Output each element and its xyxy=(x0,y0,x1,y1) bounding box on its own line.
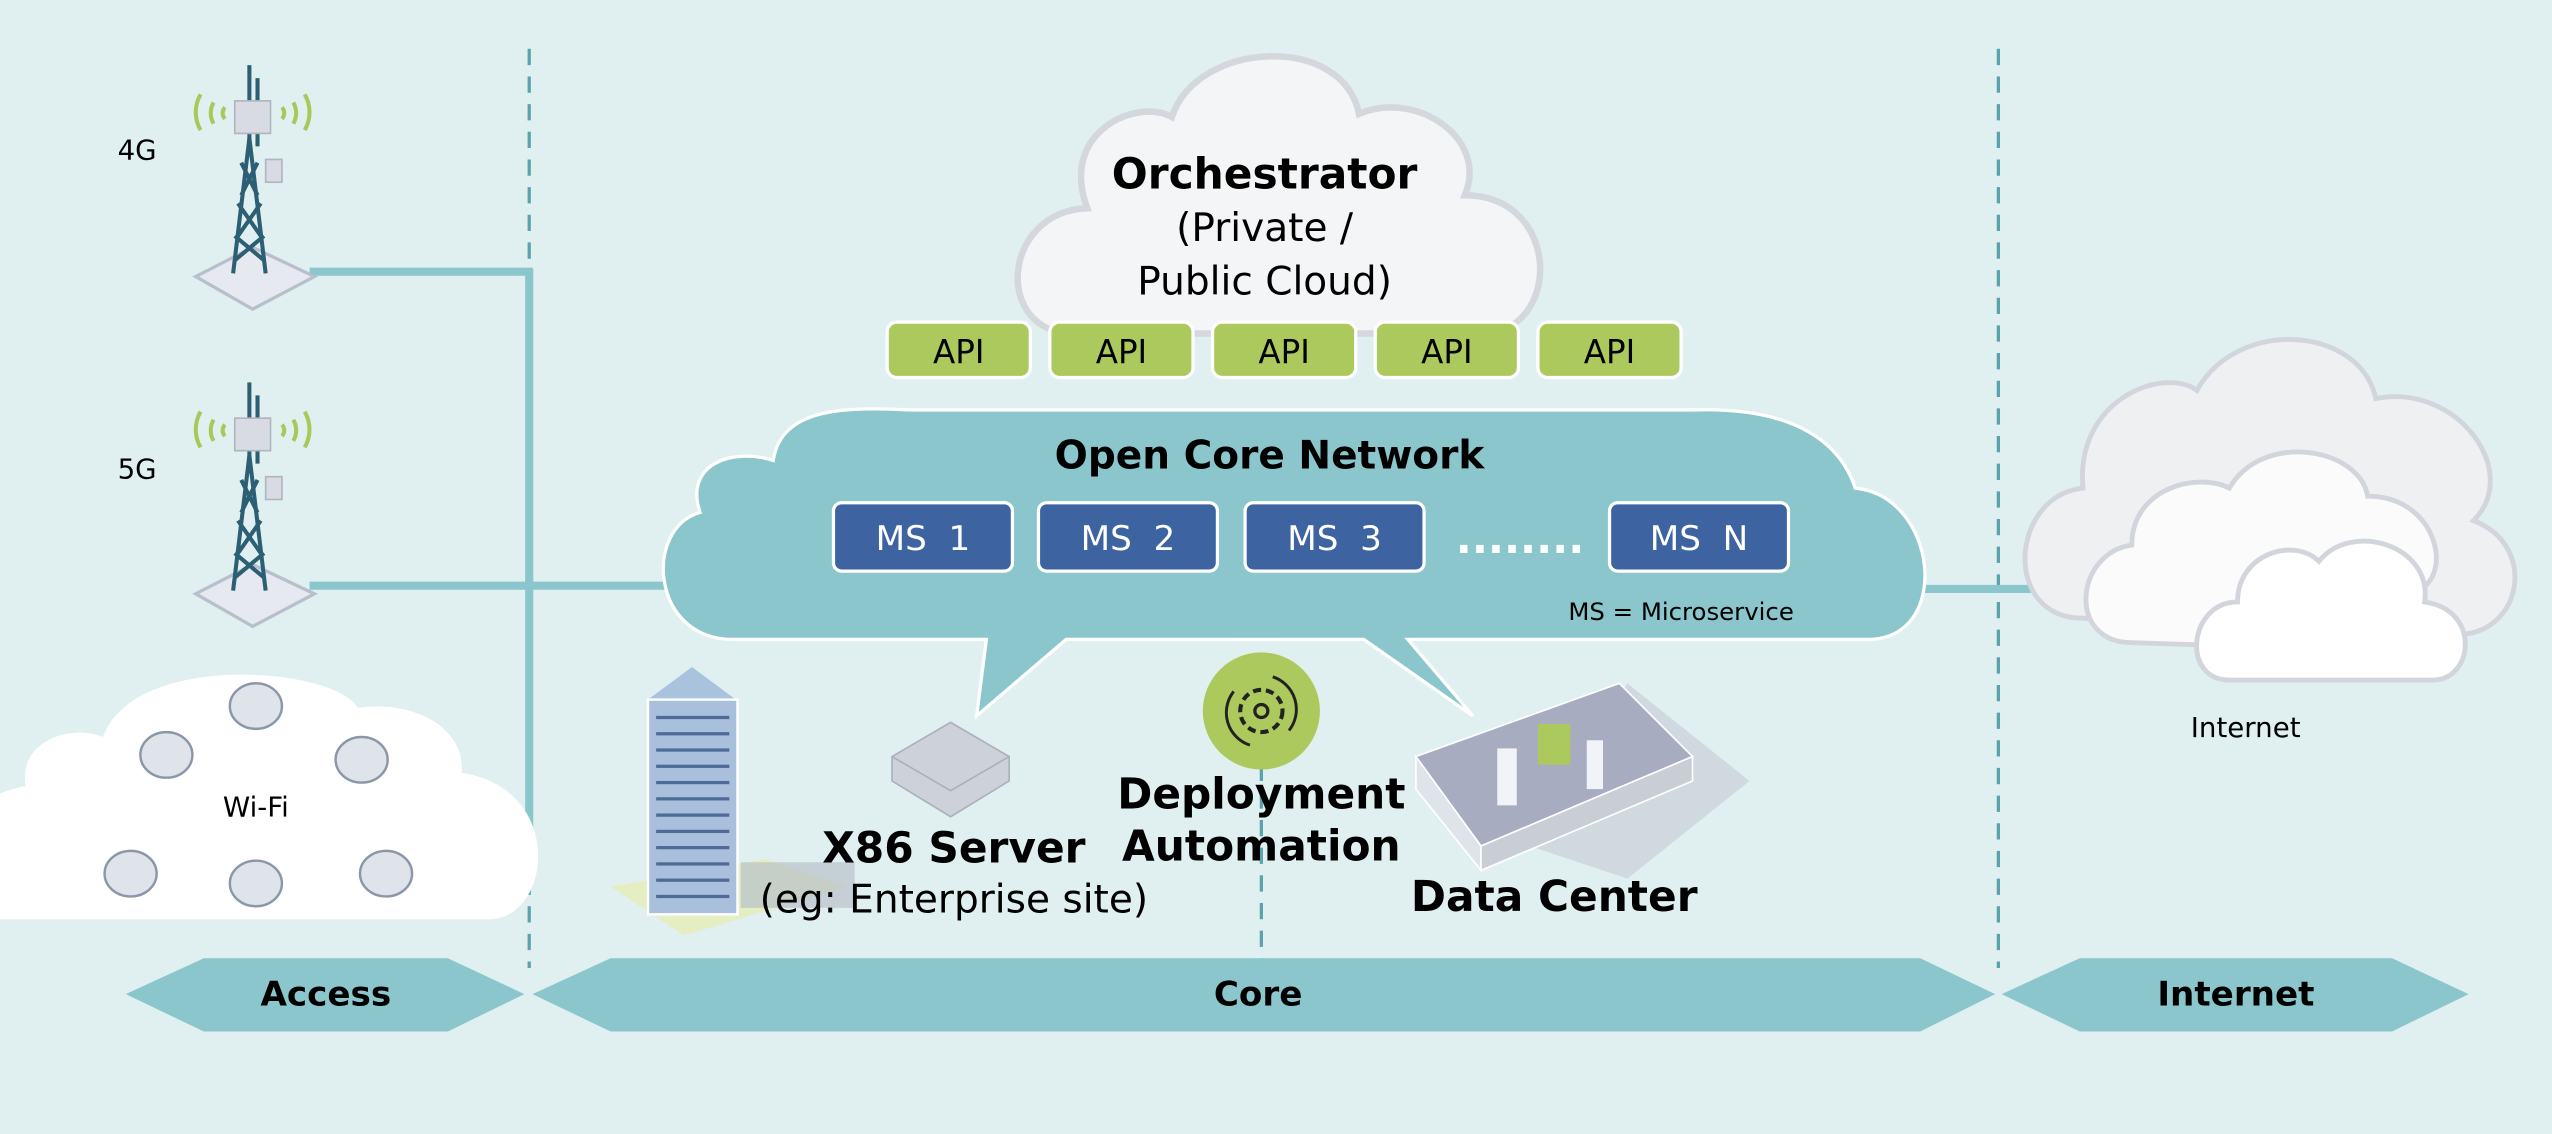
data-center-icon xyxy=(1414,682,1750,879)
wifi-access-point-icon xyxy=(103,682,414,908)
label-5g: 5G xyxy=(118,452,157,485)
automation-line1: Deployment xyxy=(1117,770,1405,819)
server-icon xyxy=(891,721,1010,818)
svg-text:Internet: Internet xyxy=(2157,974,2314,1014)
microservice-box: MS 1 xyxy=(831,501,1015,573)
server-subtitle: (eg: Enterprise site) xyxy=(760,878,1148,923)
api-box: API xyxy=(1210,320,1358,380)
microservice-box: MS 3 xyxy=(1243,501,1426,573)
api-box: API xyxy=(1373,320,1521,380)
automation-line2: Automation xyxy=(1122,822,1401,871)
gear-cycle-icon xyxy=(1202,652,1320,770)
internet-cloud-icon xyxy=(2022,337,2518,683)
svg-text:API: API xyxy=(1421,333,1472,371)
microservice-legend: MS = Microservice xyxy=(1568,597,1793,626)
svg-text:MS 2: MS 2 xyxy=(1081,519,1176,559)
office-building-icon xyxy=(610,667,855,936)
microservice-ellipsis: ........ xyxy=(1456,514,1585,563)
zone-bar-access: Access xyxy=(125,958,525,1032)
microservice-box: MS N xyxy=(1607,501,1791,573)
microservice-box: MS 2 xyxy=(1036,501,1220,573)
svg-text:MS 3: MS 3 xyxy=(1287,519,1382,559)
cell-tower-icon xyxy=(192,65,319,311)
api-box: API xyxy=(1536,320,1683,380)
data-center-title: Data Center xyxy=(1411,872,1698,921)
access-connectors xyxy=(309,267,2043,846)
svg-text:API: API xyxy=(933,333,984,371)
svg-text:API: API xyxy=(1096,333,1147,371)
svg-text:MS 1: MS 1 xyxy=(876,519,971,559)
zone-bar-internet: Internet xyxy=(2001,958,2469,1032)
svg-text:API: API xyxy=(1584,333,1635,371)
zone-bar-core: Core xyxy=(532,958,1996,1032)
orchestrator-line3: Public Cloud) xyxy=(1137,259,1392,304)
svg-text:Access: Access xyxy=(260,974,391,1014)
orchestrator-cloud xyxy=(1014,53,1544,337)
api-box: API xyxy=(1048,320,1195,380)
svg-text:Core: Core xyxy=(1214,974,1303,1014)
label-wifi: Wi-Fi xyxy=(223,791,289,824)
server-title: X86 Server xyxy=(822,823,1085,872)
microservice-list: MS 1 MS 2 MS 3 ........ MS N xyxy=(831,501,1791,573)
svg-text:MS N: MS N xyxy=(1650,519,1748,559)
orchestrator-line2: (Private / xyxy=(1176,206,1354,251)
api-box: API xyxy=(885,320,1032,380)
orchestrator-title: Orchestrator xyxy=(1112,150,1418,199)
api-list: API API API API API xyxy=(885,320,1683,380)
internet-cloud-label: Internet xyxy=(2191,711,2301,744)
core-network-title: Open Core Network xyxy=(1055,434,1486,479)
label-4g: 4G xyxy=(118,133,157,166)
svg-text:API: API xyxy=(1258,333,1309,371)
